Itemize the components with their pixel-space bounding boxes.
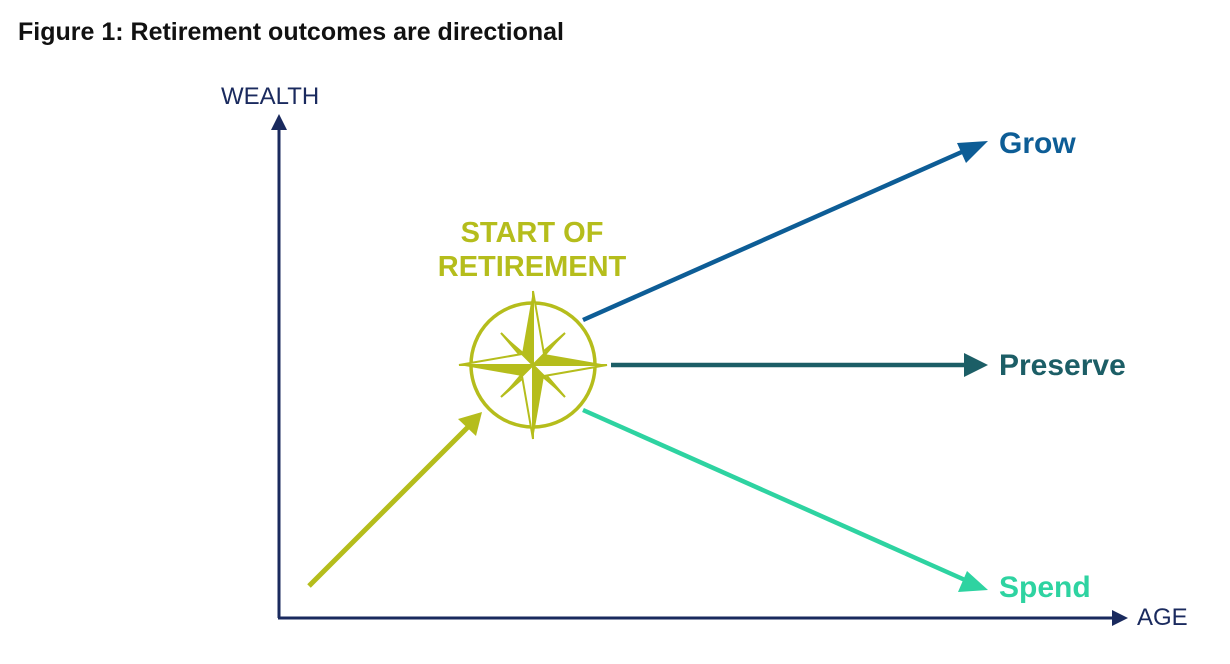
- spend-label: Spend: [999, 571, 1091, 604]
- y-axis-arrowhead: [271, 114, 287, 130]
- x-axis-arrowhead: [1112, 610, 1128, 626]
- preserve-arrow: [611, 353, 988, 377]
- grow-label: Grow: [999, 127, 1076, 160]
- x-axis-label: AGE: [1137, 604, 1188, 631]
- grow-arrow: [582, 141, 988, 323]
- start-label-line2: RETIREMENT: [438, 251, 627, 283]
- preserve-label: Preserve: [999, 349, 1126, 382]
- start-label-line1: START OF: [461, 217, 604, 249]
- y-axis-label: WEALTH: [221, 83, 319, 110]
- compass-rose-icon: [458, 290, 608, 440]
- axes: WEALTH AGE: [221, 83, 1188, 631]
- spend-arrow: [582, 407, 988, 592]
- approach-arrow: [307, 412, 482, 588]
- figure-title: Figure 1: Retirement outcomes are direct…: [18, 18, 564, 46]
